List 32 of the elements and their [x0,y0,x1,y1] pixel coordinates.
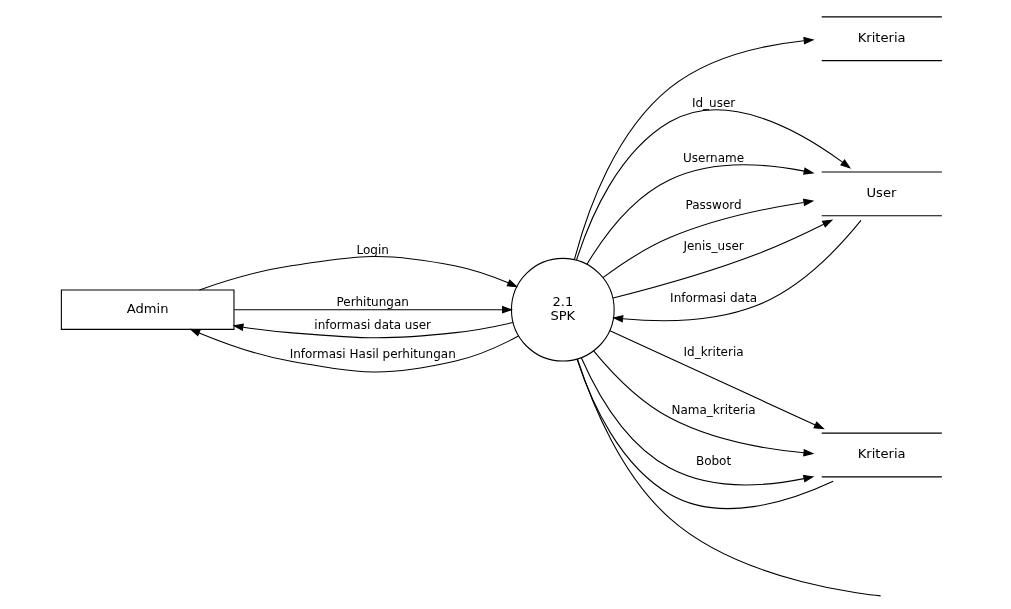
edge-label: informasi data user [313,318,431,333]
edge-label: Login [356,242,389,257]
arrow [585,164,815,265]
node-text: Kriteria [857,446,906,462]
arrow [198,255,518,291]
edge-label: Id_user [691,96,735,111]
node-circle: 2.1 SPK [510,257,615,362]
node-box: Admin [60,289,235,330]
arrow [608,330,825,430]
edge-label: Perhitungan [336,295,409,310]
edge-label: Username [682,150,744,165]
node-text: User [866,185,896,201]
node-text: Kriteria [857,30,906,46]
arrow [612,219,833,299]
edge-label: Id_kriteria [683,345,744,360]
edge-label: Password [685,197,742,212]
arrow [575,109,851,261]
edge-label: Informasi data [669,290,757,305]
arrow [580,357,814,486]
arrow [592,350,814,457]
edge-label: Jenis_user [682,239,744,254]
arrow [233,305,513,314]
arrow [188,328,519,373]
connector [576,358,881,597]
edge-label: Informasi Hasil perhitungan [289,346,456,361]
arrow [611,219,862,323]
arrow [601,198,814,279]
arrow [573,36,815,260]
arrow [232,321,514,339]
edge-label: Bobot [695,453,731,468]
edge-label: Nama_kriteria [670,403,756,418]
connector [576,358,834,510]
